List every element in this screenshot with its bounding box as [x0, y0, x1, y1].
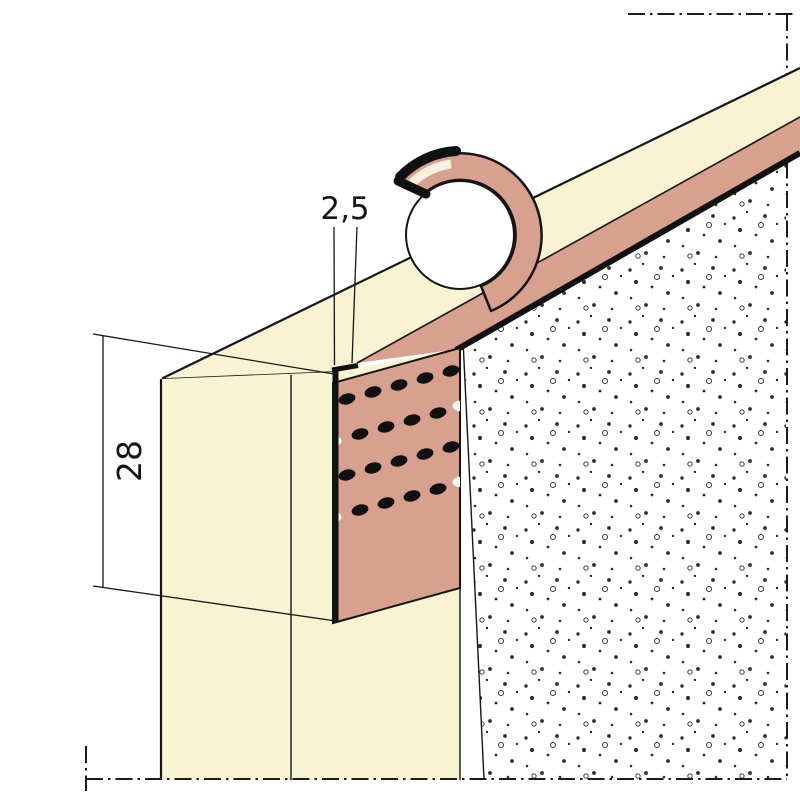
- protective-strip-curl: [393, 146, 543, 313]
- extension-line: [351, 226, 358, 364]
- plaster-left-boundary: [462, 339, 485, 780]
- curl-ribbon: [397, 152, 543, 313]
- flange-edge-thick-line: [454, 150, 800, 353]
- profile-flange-band: [356, 116, 800, 364]
- profile-height-label: 28: [110, 440, 149, 482]
- extension-line: [92, 585, 337, 622]
- curl-white-face: [408, 159, 452, 187]
- groove-width-label: 2,5: [320, 191, 369, 227]
- extension-line: [333, 226, 336, 366]
- perforation-holes: [338, 365, 460, 516]
- dimension-groove-width: 2,5: [320, 191, 370, 366]
- perforated-profile-face: [331, 346, 461, 625]
- extension-line: [92, 333, 335, 375]
- curl-end-dark-edge: [395, 146, 461, 182]
- dimension-profile-height: 28: [92, 333, 337, 622]
- curl-end-cap: [393, 176, 431, 199]
- profile-top-lip: [331, 363, 359, 373]
- flange-top-line: [356, 116, 800, 364]
- curl-inner-hole: [405, 180, 515, 290]
- plaster-stipple-area: [462, 162, 786, 780]
